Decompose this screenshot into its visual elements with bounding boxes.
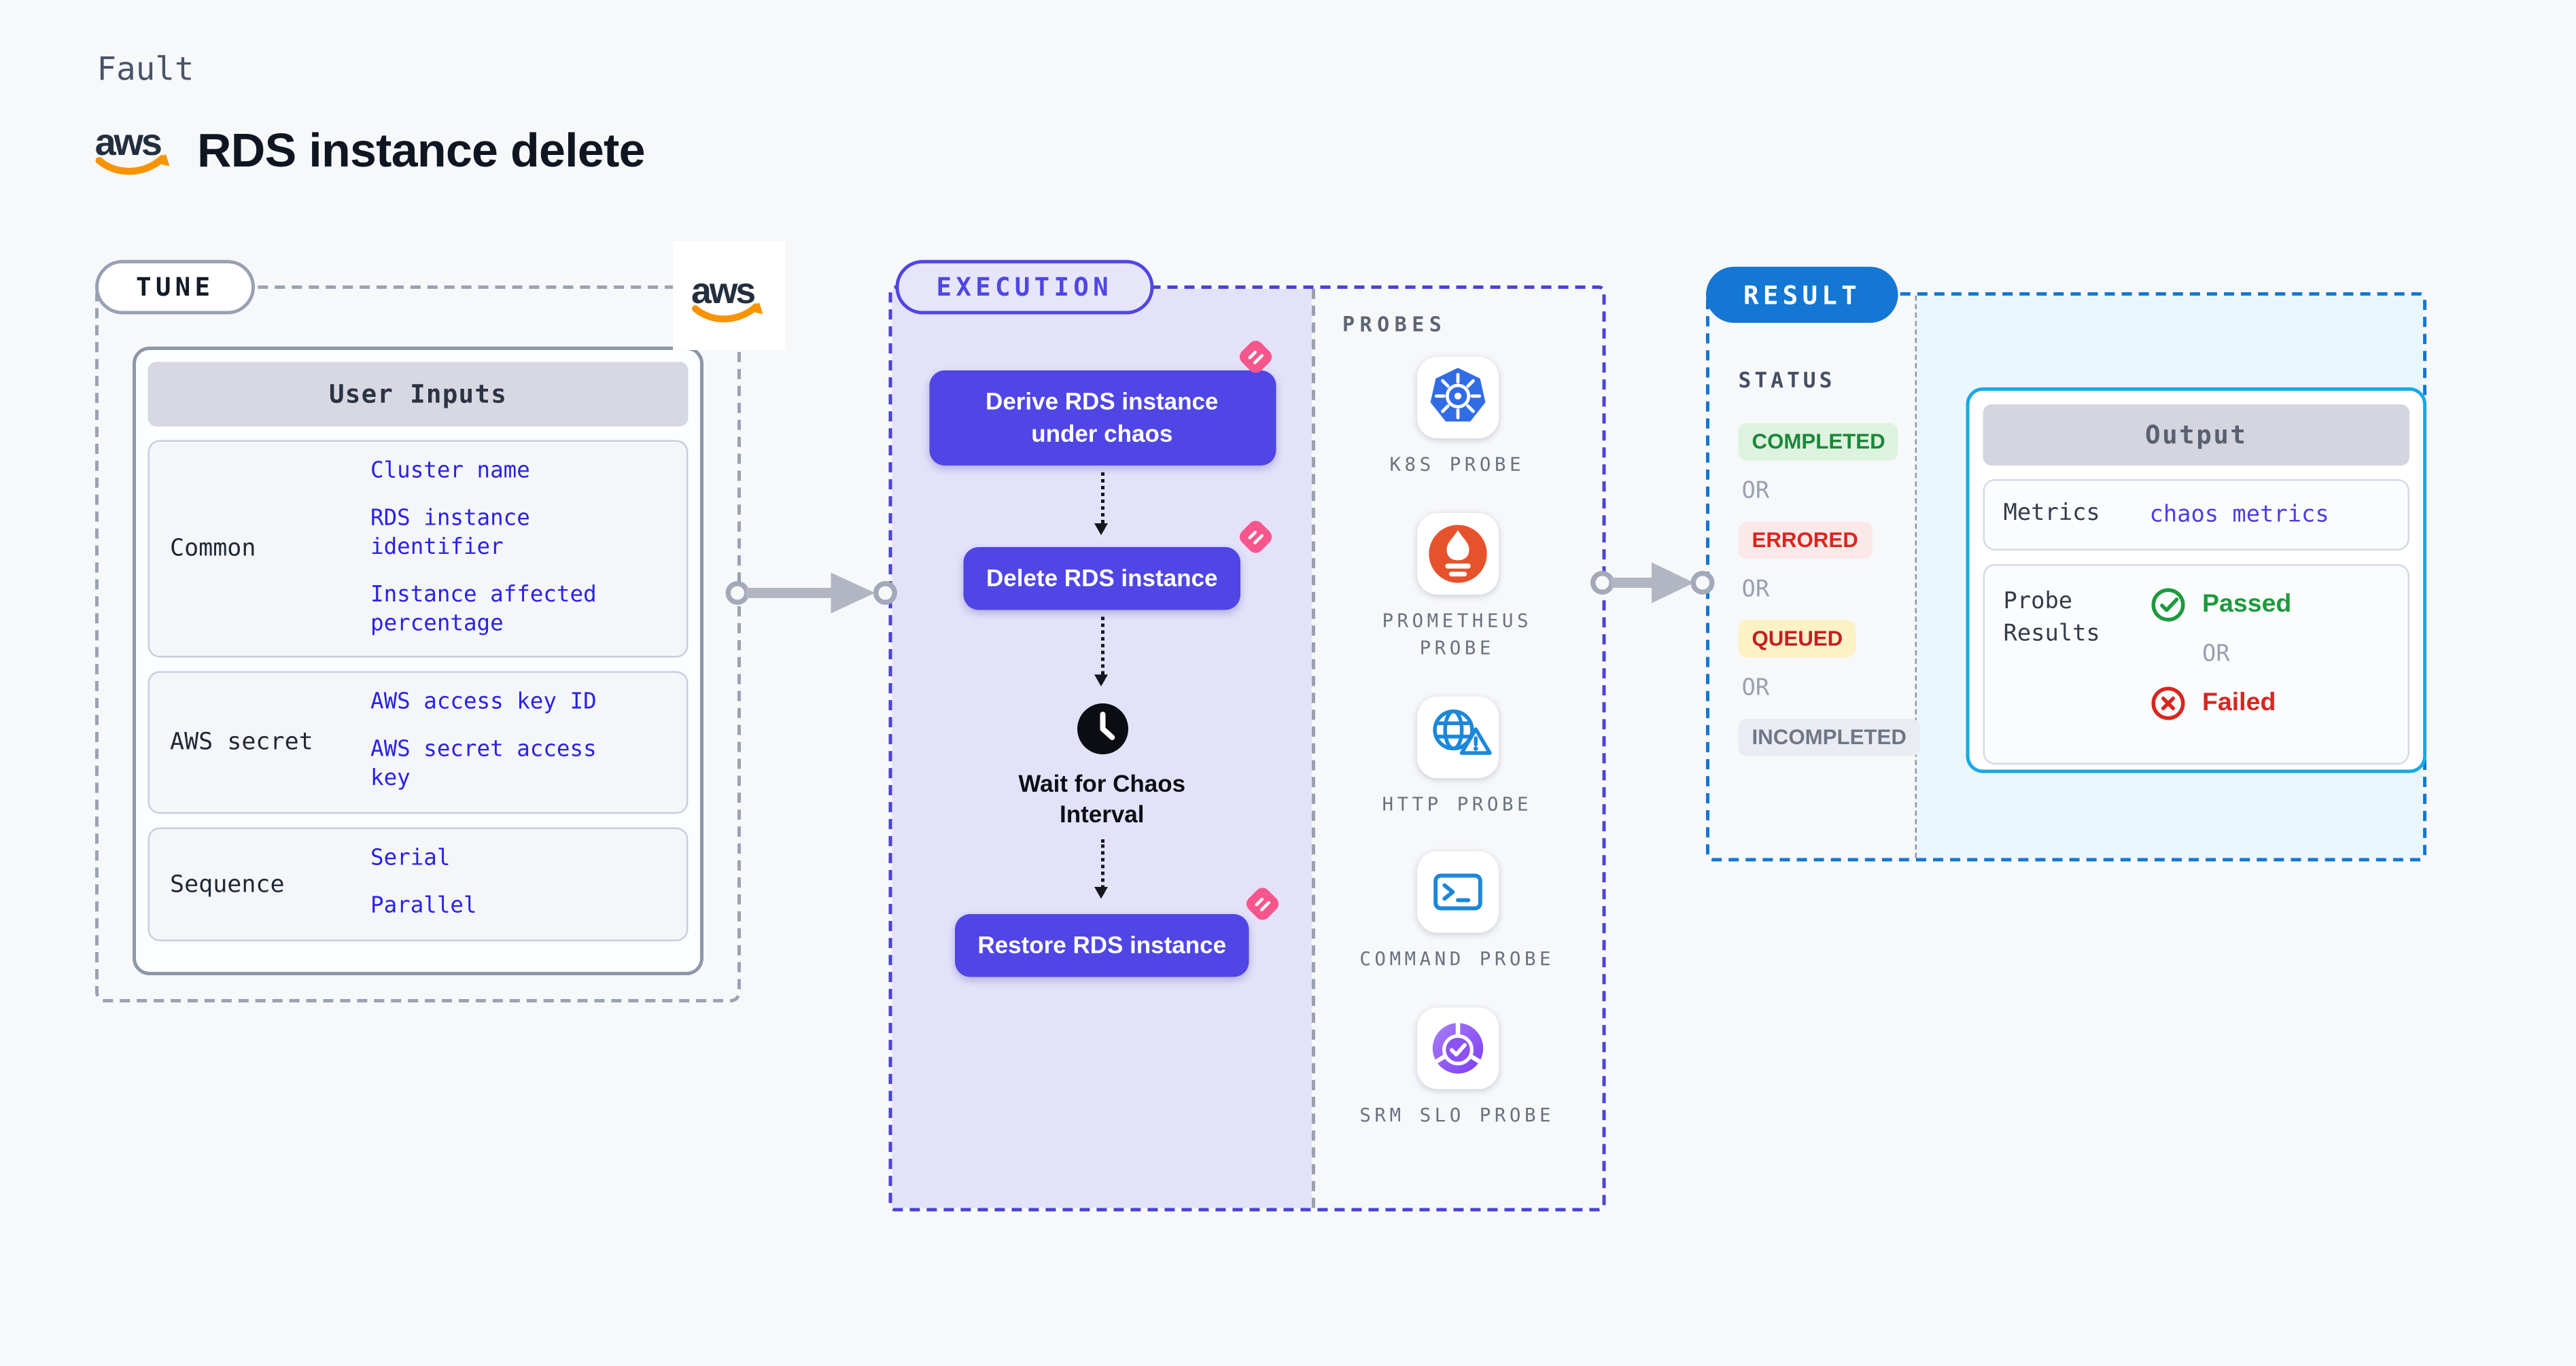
fault-kind-label: Fault (97, 51, 194, 88)
probe-card (1416, 695, 1498, 777)
input-link[interactable]: AWS access key ID (370, 690, 597, 716)
probes-divider (1312, 289, 1315, 1208)
execution-to-result-arrow-icon (1590, 562, 1715, 603)
chaos-experiment-icon (1238, 340, 1271, 373)
failed-verdict: Failed (2150, 684, 2390, 721)
flow-connector-arrow (1094, 839, 1108, 899)
or-label: OR (1741, 477, 1770, 505)
or-label: OR (1741, 674, 1770, 702)
probe-item-command: COMMAND PROBE (1355, 851, 1559, 975)
input-row-label: AWS secret (170, 729, 313, 757)
output-card: Output Metrics chaos metrics Probe Resul… (1966, 387, 2426, 773)
or-label: OR (1741, 576, 1770, 603)
result-section: RESULT STATUS COMPLETED OR ERRORED OR QU… (1706, 266, 2426, 862)
result-badge: RESULT (1706, 266, 1898, 323)
page-title: RDS instance delete (197, 124, 645, 177)
http-globe-warning-icon (1432, 708, 1491, 754)
input-link[interactable]: AWS secret access key (370, 737, 597, 792)
metrics-label: Metrics (2003, 500, 2100, 527)
status-badge-queued: QUEUED (1738, 620, 1857, 658)
probes-title: PROBES (1342, 313, 1447, 336)
aws-logo-icon: aws (691, 270, 763, 322)
passed-verdict: Passed (2150, 585, 2390, 623)
status-badge-errored: ERRORED (1738, 521, 1872, 559)
probe-item-k8s: K8S PROBE (1355, 357, 1559, 480)
input-link[interactable]: Parallel (370, 894, 477, 920)
check-circle-icon (2151, 587, 2185, 621)
probes-column: PROBES (1312, 289, 1603, 1208)
probe-label: K8S PROBE (1389, 453, 1525, 476)
input-link[interactable]: Serial (370, 846, 451, 872)
tune-badge: TUNE (95, 260, 256, 315)
status-title: STATUS (1738, 367, 1836, 393)
step-derive-rds-instance[interactable]: Derive RDS instance under chaos (928, 370, 1276, 466)
aws-logo-icon: aws (94, 116, 175, 187)
probe-card (1416, 851, 1498, 933)
input-links: AWS access key ID AWS secret access key (370, 690, 642, 795)
input-link[interactable]: Cluster name (370, 459, 530, 485)
probe-list: K8S PROBE PROMETHEUS PROBE (1312, 357, 1603, 1130)
probe-card (1416, 357, 1498, 438)
status-list: COMPLETED OR ERRORED OR QUEUED OR INCOMP… (1738, 423, 1920, 756)
failed-label: Failed (2202, 688, 2276, 718)
input-links: Serial Parallel (370, 846, 642, 922)
terminal-icon (1432, 873, 1482, 911)
status-divider (1915, 296, 1917, 858)
probe-label: COMMAND PROBE (1359, 948, 1555, 970)
x-circle-icon (2151, 686, 2185, 720)
probe-results-values: Passed OR Failed (2150, 585, 2390, 721)
input-link[interactable]: Instance affected percentage (370, 582, 597, 637)
user-inputs-header: User Inputs (147, 362, 689, 427)
execution-section: EXECUTION Derive RDS instance under chao… (888, 260, 1606, 1212)
probe-label: PROMETHEUS PROBE (1382, 609, 1533, 659)
status-badge-completed: COMPLETED (1738, 423, 1899, 461)
chaos-experiment-icon (1238, 520, 1271, 553)
input-row-aws-secret: AWS secret AWS access key ID AWS secret … (147, 671, 689, 814)
input-links: Cluster name RDS instance identifier Ins… (370, 459, 642, 640)
probe-card (1416, 1006, 1498, 1089)
page-header: aws RDS instance delete (94, 116, 646, 187)
kubernetes-icon (1429, 368, 1485, 422)
probe-results-row: Probe Results Passed OR (1983, 563, 2409, 764)
probe-results-label: Probe Results (2003, 586, 2100, 648)
aws-corner-logo: aws (673, 241, 785, 350)
tune-to-execution-arrow-icon (725, 572, 897, 614)
status-column: STATUS COMPLETED OR ERRORED OR QUEUED OR… (1738, 367, 1920, 756)
output-header: Output (1983, 404, 2409, 466)
chaos-metrics-link[interactable]: chaos metrics (2149, 500, 2329, 528)
input-row-sequence: Sequence Serial Parallel (147, 827, 689, 941)
passed-label: Passed (2202, 589, 2292, 619)
step-restore-rds-instance[interactable]: Restore RDS instance (955, 914, 1249, 977)
probe-item-prometheus: PROMETHEUS PROBE (1355, 512, 1559, 664)
chaos-experiment-icon (1245, 888, 1278, 920)
probe-card (1416, 512, 1498, 594)
slo-gauge-check-icon (1431, 1018, 1482, 1073)
svg-text:aws: aws (691, 270, 754, 311)
flow-connector-arrow (1094, 472, 1108, 535)
probe-label: SRM SLO PROBE (1359, 1103, 1555, 1126)
flow-connector-arrow (1094, 616, 1108, 686)
metrics-row: Metrics chaos metrics (1983, 479, 2409, 550)
input-link[interactable]: RDS instance identifier (370, 506, 530, 561)
or-label: OR (2202, 640, 2230, 667)
user-inputs-card: User Inputs Common Cluster name RDS inst… (133, 347, 703, 975)
execution-flow: Derive RDS instance under chaos Delete R… (892, 289, 1312, 977)
step-wait-for-chaos-interval: Wait for Chaos Interval (1018, 769, 1186, 828)
input-row-label: Sequence (170, 871, 285, 898)
clock-icon (1076, 703, 1128, 754)
tune-section: TUNE aws User Inputs Common Cluster name… (95, 241, 785, 1002)
execution-badge: EXECUTION (895, 260, 1153, 315)
probe-item-http: HTTP PROBE (1355, 695, 1559, 819)
probe-item-srm-slo: SRM SLO PROBE (1355, 1006, 1559, 1129)
step-delete-rds-instance[interactable]: Delete RDS instance (964, 546, 1240, 610)
status-badge-incompleted: INCOMPLETED (1738, 718, 1920, 756)
prometheus-icon (1428, 524, 1486, 582)
svg-text:aws: aws (95, 120, 161, 163)
probe-label: HTTP PROBE (1382, 792, 1533, 815)
input-row-common: Common Cluster name RDS instance identif… (147, 440, 689, 659)
input-row-label: Common (170, 536, 256, 563)
